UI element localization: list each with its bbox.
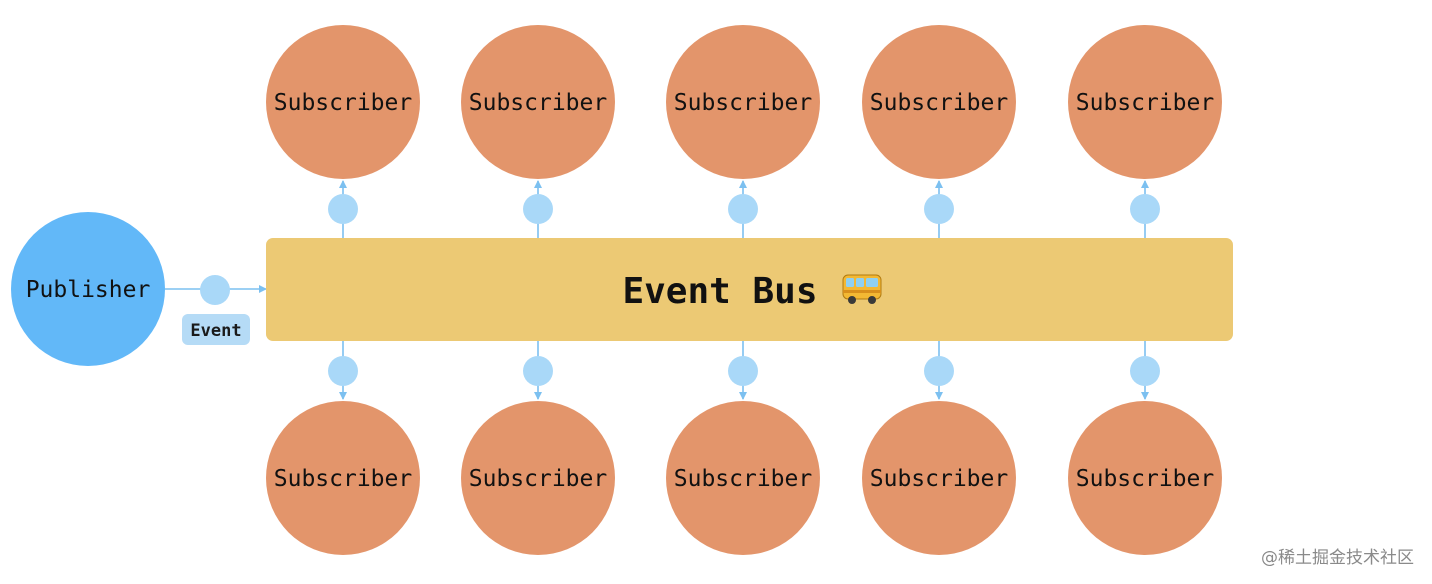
event-dot-top-4 (924, 194, 954, 224)
event-tag: Event (182, 314, 250, 345)
event-bus-title: Event Bus (622, 271, 817, 312)
subscriber-node-bottom-5: Subscriber (1068, 401, 1222, 555)
subscriber-node-top-3: Subscriber (666, 25, 820, 179)
subscriber-circle (461, 25, 615, 179)
subscriber-circle (666, 401, 820, 555)
event-dot-top-2 (523, 194, 553, 224)
event-dot-top-3 (728, 194, 758, 224)
subscriber-node-bottom-4: Subscriber (862, 401, 1016, 555)
bus-icon (842, 274, 882, 304)
subscriber-circle (266, 25, 420, 179)
publisher-node: Publisher (11, 212, 165, 366)
event-dot (200, 275, 230, 305)
event-dot-top-1 (328, 194, 358, 224)
event-dot-bottom-3 (728, 356, 758, 386)
subscriber-circle (862, 401, 1016, 555)
event-dot-bottom-1 (328, 356, 358, 386)
subscriber-label: Subscriber (274, 90, 412, 116)
subscriber-label: Subscriber (274, 466, 412, 492)
event-dot-bottom-4 (924, 356, 954, 386)
event-dot-bottom-2 (523, 356, 553, 386)
subscriber-label: Subscriber (1076, 90, 1214, 116)
subscriber-circle (862, 25, 1016, 179)
subscriber-node-top-1: Subscriber (266, 25, 420, 179)
event-dot-top-5 (1130, 194, 1160, 224)
subscriber-circle (666, 25, 820, 179)
subscriber-label: Subscriber (469, 90, 607, 116)
subscriber-label: Subscriber (870, 466, 1008, 492)
subscriber-circle (461, 401, 615, 555)
subscriber-circle (266, 401, 420, 555)
subscriber-node-bottom-2: Subscriber (461, 401, 615, 555)
subscriber-label: Subscriber (469, 466, 607, 492)
subscriber-node-top-4: Subscriber (862, 25, 1016, 179)
subscriber-node-bottom-1: Subscriber (266, 401, 420, 555)
subscriber-circle (1068, 401, 1222, 555)
subscriber-label: Subscriber (674, 90, 812, 116)
subscriber-node-top-2: Subscriber (461, 25, 615, 179)
subscriber-label: Subscriber (674, 466, 812, 492)
subscriber-node-top-5: Subscriber (1068, 25, 1222, 179)
subscriber-circle (1068, 25, 1222, 179)
subscriber-label: Subscriber (1076, 466, 1214, 492)
event-dot-bottom-5 (1130, 356, 1160, 386)
event-tag-label: Event (190, 321, 241, 341)
subscriber-node-bottom-3: Subscriber (666, 401, 820, 555)
watermark-text: @稀土掘金技术社区 (1261, 548, 1414, 568)
event-bus: Event Bus (266, 238, 1233, 341)
publisher-label: Publisher (26, 277, 151, 303)
subscriber-label: Subscriber (870, 90, 1008, 116)
